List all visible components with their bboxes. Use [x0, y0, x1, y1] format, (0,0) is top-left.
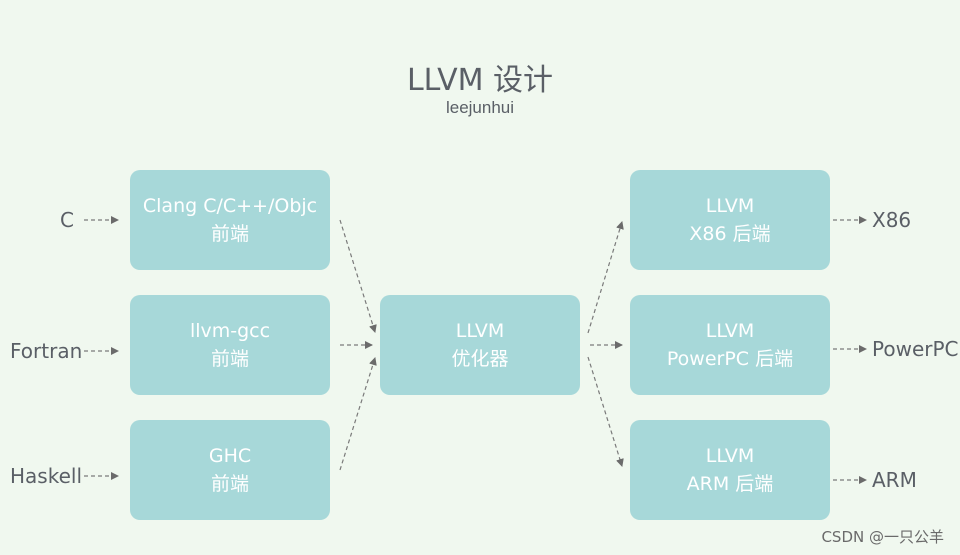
- arrow-optimizer-to-arm: [587, 356, 624, 467]
- input-label-c: C: [60, 208, 74, 232]
- frontend-ghc-name: GHC: [208, 445, 252, 467]
- backend-x86-name: LLVM: [705, 195, 755, 217]
- backend-powerpc-box: LLVM PowerPC 后端: [630, 295, 830, 395]
- arrow-ghc-to-optimizer: [339, 357, 377, 471]
- input-label-haskell: Haskell: [10, 464, 83, 488]
- frontend-clang-name: Clang C/C++/Objc: [142, 195, 318, 217]
- frontend-llvm-gcc-box: llvm-gcc 前端: [130, 295, 330, 395]
- optimizer-role: 优化器: [451, 348, 509, 370]
- backend-powerpc-name: LLVM: [705, 320, 755, 342]
- frontend-ghc-box: GHC 前端: [130, 420, 330, 520]
- backend-arm-box: LLVM ARM 后端: [630, 420, 830, 520]
- output-label-arm: ARM: [872, 468, 917, 492]
- backend-arm-role: ARM 后端: [686, 473, 774, 495]
- arrow-optimizer-to-x86: [587, 221, 624, 334]
- frontend-clang-role: 前端: [210, 223, 249, 245]
- backend-x86-role: X86 后端: [689, 223, 771, 245]
- output-label-x86: X86: [872, 208, 912, 232]
- frontend-clang-box: Clang C/C++/Objc 前端: [130, 170, 330, 270]
- frontend-ghc-role: 前端: [210, 473, 249, 495]
- backend-x86-box: LLVM X86 后端: [630, 170, 830, 270]
- frontend-llvm-gcc-name: llvm-gcc: [189, 320, 271, 342]
- frontend-llvm-gcc-role: 前端: [210, 348, 249, 370]
- input-label-fortran: Fortran: [10, 339, 83, 363]
- optimizer-box: LLVM 优化器: [380, 295, 580, 395]
- backend-arm-name: LLVM: [705, 445, 755, 467]
- diagram-subtitle: leejunhui: [445, 98, 515, 117]
- optimizer-name: LLVM: [455, 320, 505, 342]
- diagram-title: LLVM 设计: [406, 63, 554, 98]
- arrow-clang-to-optimizer: [339, 219, 377, 333]
- backend-powerpc-role: PowerPC 后端: [666, 348, 794, 370]
- output-label-powerpc: PowerPC: [872, 337, 959, 361]
- watermark: CSDN @一只公羊: [821, 528, 944, 546]
